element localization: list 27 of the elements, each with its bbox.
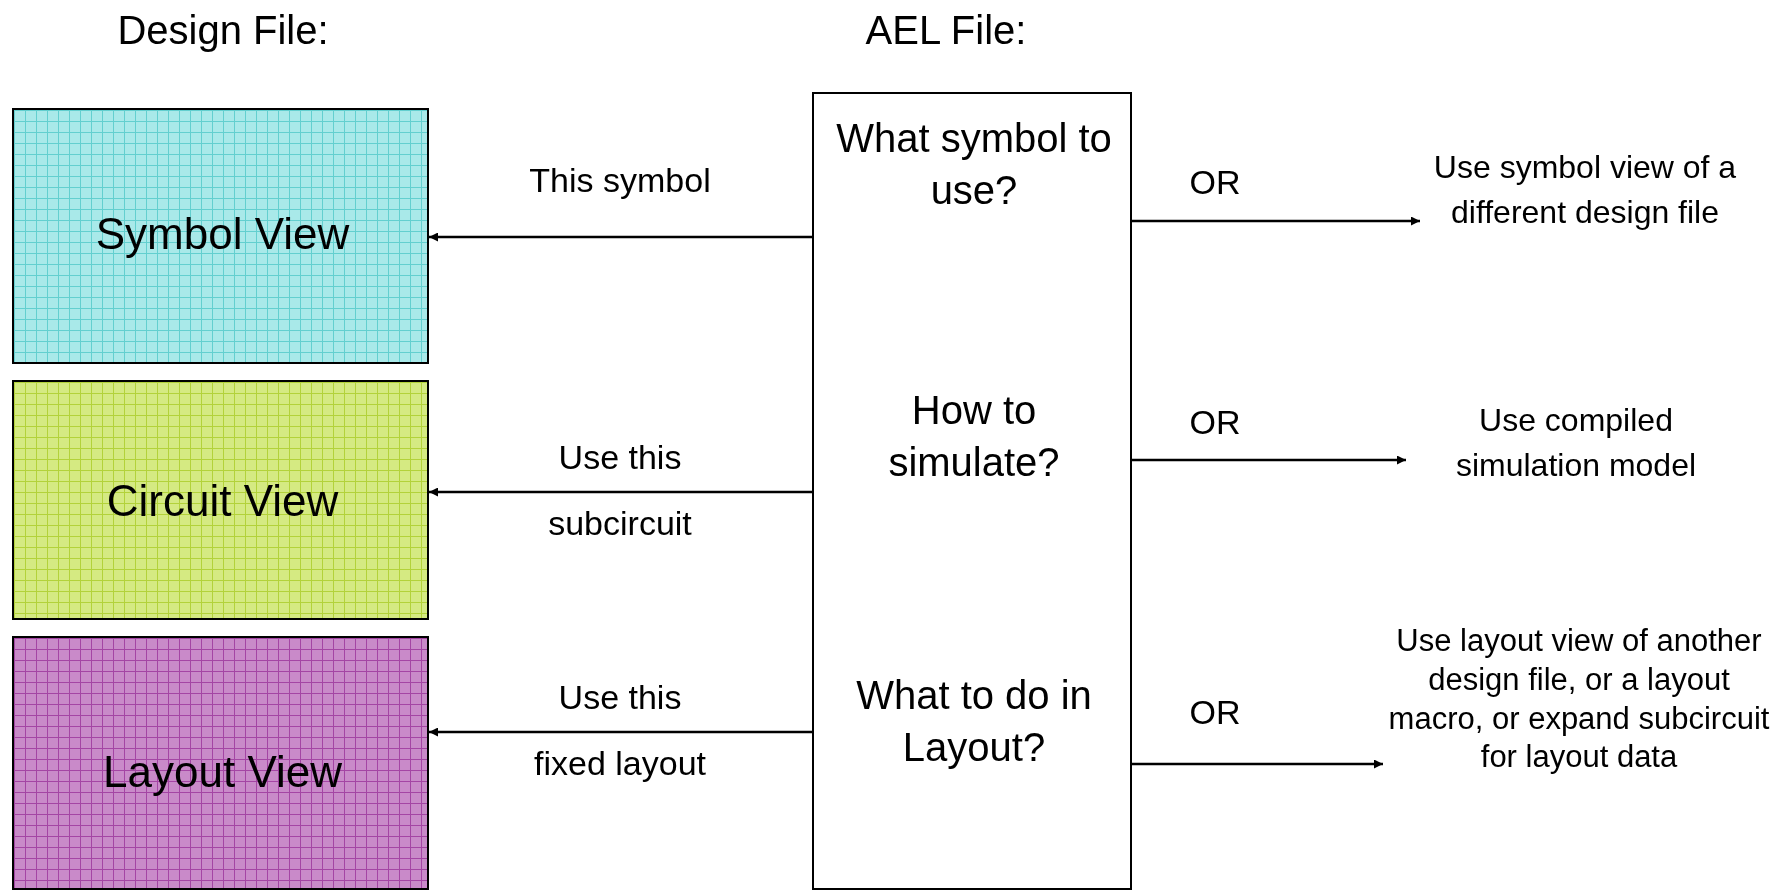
edge-label: OR xyxy=(1188,402,1242,443)
arrow xyxy=(429,487,812,497)
arrow xyxy=(1132,759,1383,769)
heading-label: Design File: xyxy=(117,8,329,53)
edge-label: OR xyxy=(1188,692,1242,733)
note-text: Use layout view of another design file, or a layout macro, or expand subcircuit for layout data xyxy=(1383,622,1775,892)
question-text: What symbol to use? xyxy=(835,115,1113,214)
view-box xyxy=(12,108,429,364)
view-box xyxy=(12,636,429,890)
view-title: Circuit View xyxy=(105,475,340,527)
question-text: What to do in Layout? xyxy=(855,672,1093,771)
question-text: How to simulate? xyxy=(887,387,1061,486)
edge-label: Use this subcircuit xyxy=(547,437,693,545)
arrow xyxy=(1132,216,1420,226)
view-title: Symbol View xyxy=(94,208,351,260)
view-title: Layout View xyxy=(102,746,343,798)
edge-label: OR xyxy=(1188,162,1242,203)
arrow xyxy=(429,232,812,242)
note-text: Use symbol view of a different design file xyxy=(1420,145,1750,305)
ael-file-box xyxy=(812,92,1132,890)
arrow xyxy=(1132,455,1406,465)
view-box xyxy=(12,380,429,620)
edge-label: Use this fixed layout xyxy=(533,677,707,785)
heading-label: AEL File: xyxy=(865,8,1027,53)
note-text: Use compiled simulation model xyxy=(1406,398,1746,493)
edge-label: This symbol xyxy=(528,160,712,201)
arrow xyxy=(429,727,812,737)
